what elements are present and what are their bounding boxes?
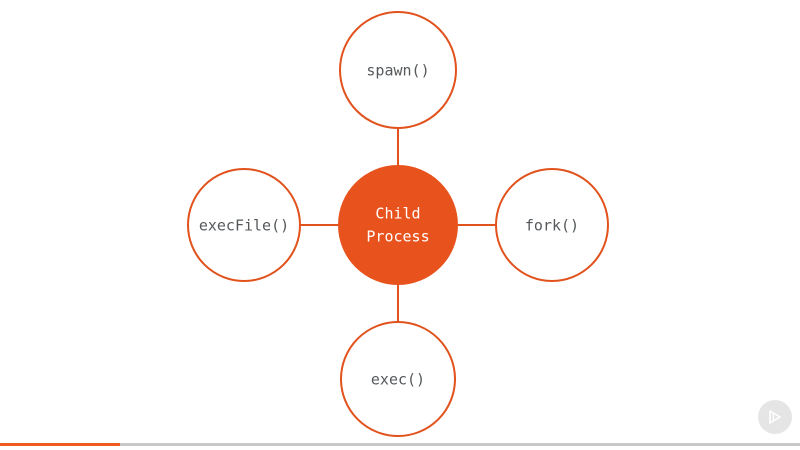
- node-exec-circle: [340, 321, 456, 437]
- node-exec-file[interactable]: execFile(): [187, 168, 301, 282]
- play-forward-button[interactable]: [758, 400, 792, 434]
- slide-progress-fill: [0, 443, 120, 446]
- play-forward-icon: [769, 410, 781, 424]
- node-fork-label: fork(): [525, 217, 579, 235]
- slide-progress-track[interactable]: [0, 443, 800, 446]
- node-spawn-circle: [339, 11, 457, 129]
- node-exec[interactable]: exec(): [340, 321, 456, 437]
- node-spawn-label: spawn(): [366, 62, 429, 80]
- node-child-process-circle: [338, 165, 458, 285]
- node-child-process-label-line2: Process: [366, 228, 429, 246]
- slide-progress-bar[interactable]: [0, 439, 800, 450]
- node-exec-label: exec(): [371, 371, 425, 389]
- node-child-process-label-line1: Child: [375, 205, 420, 223]
- node-fork-circle: [495, 168, 609, 282]
- node-fork[interactable]: fork(): [495, 168, 609, 282]
- node-child-process[interactable]: Child Process: [338, 165, 458, 285]
- node-exec-file-circle: [187, 168, 301, 282]
- node-spawn[interactable]: spawn(): [339, 11, 457, 129]
- node-exec-file-label: execFile(): [199, 217, 289, 235]
